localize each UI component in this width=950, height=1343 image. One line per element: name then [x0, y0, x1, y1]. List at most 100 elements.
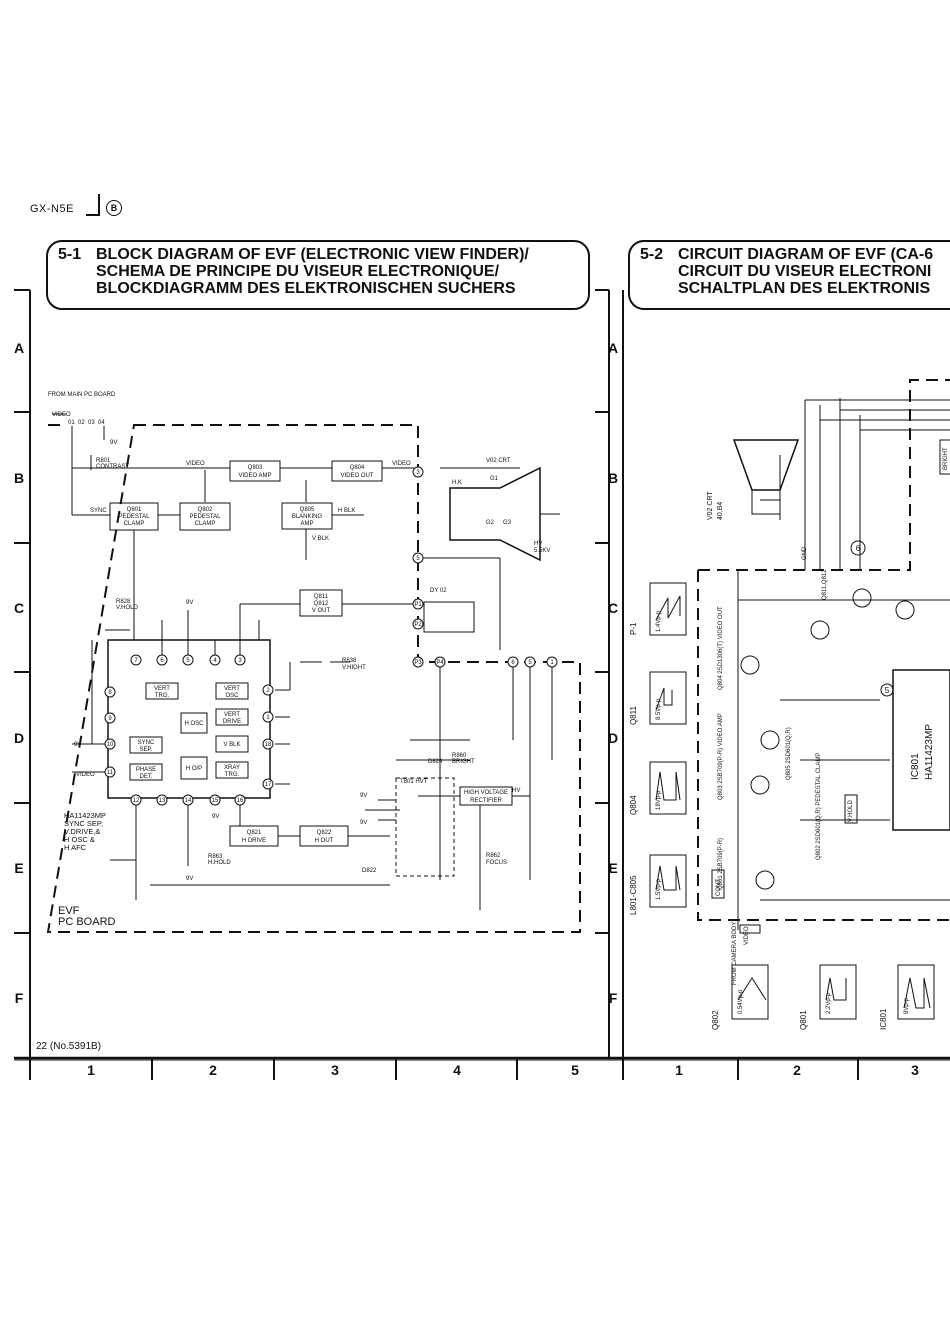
row-label-d: D — [13, 730, 25, 746]
q805-r: Q805 2SD601(Q,R) — [786, 727, 792, 780]
svg-text:1: 1 — [266, 715, 270, 721]
r863-hhold: H.HOLD — [208, 860, 231, 866]
wave-q804: Q804 — [629, 795, 638, 815]
svg-text:17: 17 — [265, 782, 272, 788]
svg-text:3: 3 — [238, 658, 242, 664]
page-number: 22 (No.5391B) — [36, 1041, 102, 1052]
col-label-5: 5 — [571, 1062, 579, 1078]
crt-label: V02 CRT — [486, 458, 511, 464]
dy-label: DY 02 — [430, 588, 447, 594]
q801-r: Q801 2SB709(P-R) — [718, 838, 724, 890]
row-label-f-right: F — [608, 990, 618, 1006]
svg-text:9: 9 — [108, 716, 112, 722]
svg-text:15: 15 — [212, 798, 219, 804]
supply-9v-4: 9V — [360, 793, 367, 799]
row-label-c-right: C — [607, 600, 619, 616]
wave-p1: P-1 — [629, 622, 638, 635]
r838: R838 — [342, 658, 357, 664]
q821-func: H DRIVE — [242, 838, 266, 844]
pin-04: 04 — [98, 420, 105, 426]
svg-text:P3: P3 — [414, 660, 422, 666]
title-line-de: SCHALTPLAN DES ELEKTRONIS — [678, 280, 931, 297]
section-number: 5-2 — [640, 246, 664, 263]
sync-sep2: SEP. — [140, 747, 153, 753]
crt-type-r: 40.B4 — [717, 502, 724, 520]
wave-q802: Q802 — [711, 1010, 720, 1030]
row-label-e: E — [14, 860, 24, 876]
q822-label: Q822 — [317, 830, 332, 836]
svg-text:5: 5 — [416, 556, 420, 562]
wave-ic801-level: 8Vp-p — [904, 997, 910, 1014]
crt-g2: G2 — [486, 520, 495, 526]
supply-9v: 9V — [110, 440, 117, 446]
q801-func: PEDESTAL — [119, 514, 151, 520]
model-label: GX-N5E — [30, 203, 74, 215]
ic-func4: H AFC — [64, 843, 87, 852]
svg-text:12: 12 — [133, 798, 140, 804]
h-blk-sig: H BLK — [338, 508, 355, 514]
sync-sig: SYNC — [90, 508, 107, 514]
header-divider — [98, 194, 100, 216]
r801: R801 — [96, 458, 111, 464]
q802-func2: CLAMP — [195, 521, 216, 527]
wave-p1-level: 1.4Vp-p — [656, 610, 662, 632]
r862-focus: FOCUS — [486, 860, 507, 866]
phase-det: PHASE — [136, 767, 156, 773]
d822: D822 — [362, 868, 377, 874]
ic-func3: H OSC & — [64, 835, 95, 844]
video-out-sig: VIDEO — [392, 461, 411, 467]
row-label-f: F — [14, 990, 24, 1006]
sync-sep: SYNC — [138, 740, 155, 746]
crt-hk: H,K — [452, 480, 462, 486]
r863: R863 — [208, 854, 223, 860]
q811-r: Q811,Q812 — [822, 569, 828, 600]
h-op: H O/P — [186, 766, 202, 772]
from-camera-label: FROM CAMERA BODY — [732, 922, 738, 985]
q803-r: Q803 2SB709(P-R) VIDEO AMP — [718, 713, 724, 800]
wave-q802-level: 0.54Vp-p — [738, 989, 744, 1014]
xray-trg: XRAY — [224, 765, 240, 771]
svg-text:6: 6 — [511, 660, 515, 666]
q805-func: BLANKING — [292, 514, 323, 520]
ic-func2: V.DRIVE,& — [64, 827, 100, 836]
vert-trg: VERT — [154, 686, 170, 692]
pin-02: 02 — [78, 420, 85, 426]
wave-ic801: IC801 — [879, 1008, 888, 1030]
q801-func2: CLAMP — [124, 521, 145, 527]
gnd-label: GND — [802, 546, 808, 560]
ic801-label: IC801 — [910, 753, 921, 780]
svg-text:16: 16 — [237, 798, 244, 804]
col-label-r1: 1 — [675, 1062, 683, 1078]
board-label2: PC BOARD — [58, 916, 116, 928]
vert-trg2: TRG. — [155, 693, 170, 699]
q811-label: Q811 — [314, 594, 329, 600]
vert-drive: VERT — [224, 712, 240, 718]
svg-text:11: 11 — [107, 770, 114, 776]
video-label-r: VIDEO — [744, 926, 750, 945]
video-sig: VIDEO — [186, 461, 205, 467]
q802-r: Q802 2SD601(Q,R) PEDESTAL CLAMP — [816, 753, 822, 860]
r828-vhold: V.HOLD — [116, 605, 138, 611]
supply-9v-3: 9V — [74, 742, 81, 748]
marker-5: 5 — [885, 686, 890, 695]
supply-9v-7: 9V — [186, 876, 193, 882]
t801: T801 HVT — [400, 779, 428, 785]
svg-text:6: 6 — [160, 658, 164, 664]
svg-text:13: 13 — [159, 798, 166, 804]
phase-det2: DET. — [139, 774, 152, 780]
col-label-1: 1 — [87, 1062, 95, 1078]
svg-text:P2: P2 — [414, 622, 422, 628]
svg-text:7: 7 — [134, 658, 138, 664]
row-label-a-right: A — [607, 340, 619, 356]
row-label-c: C — [13, 600, 25, 616]
svg-text:8: 8 — [108, 690, 112, 696]
row-label-e-right: E — [608, 860, 618, 876]
header-divider-foot — [86, 214, 100, 216]
vert-osc: VERT — [224, 686, 240, 692]
pin-01: 01 — [68, 420, 75, 426]
r828: R828 — [116, 599, 131, 605]
vert-osc2: OSC — [225, 693, 239, 699]
